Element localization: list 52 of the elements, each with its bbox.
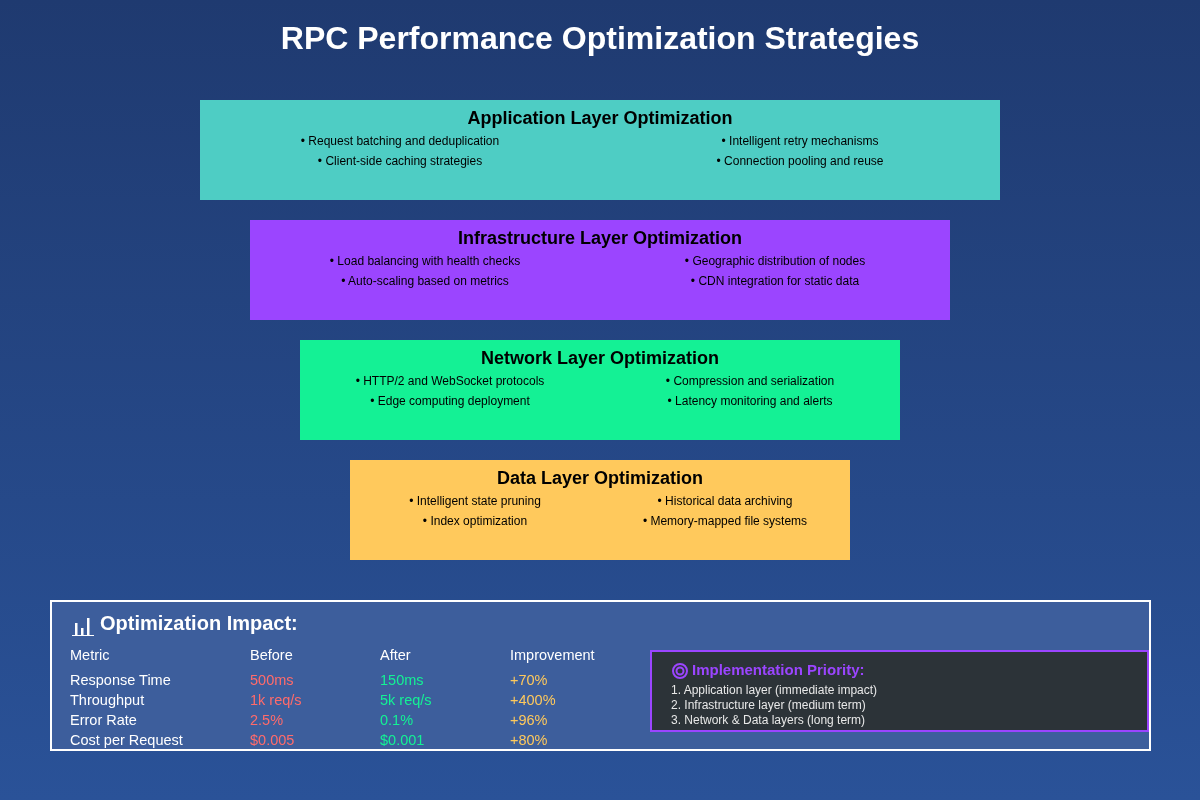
bullet-text: • Index optimization bbox=[421, 514, 529, 528]
layer-box bbox=[250, 220, 950, 320]
panel-heading: Implementation Priority: bbox=[692, 661, 865, 678]
diagram-title: RPC Performance Optimization Strategies bbox=[279, 20, 921, 57]
table-cell: 1k req/s bbox=[250, 692, 302, 708]
bullet-text: • Connection pooling and reuse bbox=[715, 154, 885, 168]
bullet-text: • Historical data archiving bbox=[656, 494, 794, 508]
bullet-text: • Request batching and deduplication bbox=[299, 134, 501, 148]
list-item: 2. Infrastructure layer (medium term) bbox=[671, 698, 866, 712]
table-cell: $0.005 bbox=[250, 732, 295, 748]
table-cell: Error Rate bbox=[70, 712, 137, 728]
bullet-text: • Geographic distribution of nodes bbox=[683, 254, 867, 268]
layer-box bbox=[300, 340, 900, 440]
impact-panel bbox=[50, 600, 1151, 751]
bullet-text: • Client-side caching strategies bbox=[316, 154, 484, 168]
table-cell: 500ms bbox=[250, 672, 294, 688]
layer-heading: Network Layer Optimization bbox=[479, 348, 720, 369]
layer-heading: Application Layer Optimization bbox=[466, 108, 734, 129]
bullet-text: • CDN integration for static data bbox=[689, 274, 861, 288]
bullet-text: • Auto-scaling based on metrics bbox=[340, 274, 510, 288]
layer-box bbox=[350, 460, 850, 560]
table-cell: $0.001 bbox=[380, 732, 425, 748]
bullet-text: • Intelligent retry mechanisms bbox=[720, 134, 880, 148]
layer-box bbox=[200, 100, 1000, 200]
bullet-text: • Latency monitoring and alerts bbox=[666, 394, 834, 408]
layer-heading: Infrastructure Layer Optimization bbox=[456, 228, 744, 249]
priority-panel bbox=[650, 650, 1149, 732]
bullet-text: • Memory-mapped file systems bbox=[641, 514, 809, 528]
table-cell: +80% bbox=[510, 732, 548, 748]
table-cell: 5k req/s bbox=[380, 692, 432, 708]
column-header: Before bbox=[250, 647, 293, 663]
table-cell: 150ms bbox=[380, 672, 424, 688]
bullet-text: • Edge computing deployment bbox=[369, 394, 531, 408]
table-cell: 2.5% bbox=[250, 712, 284, 728]
bullet-text: • Compression and serialization bbox=[664, 374, 836, 388]
column-header: Metric bbox=[70, 647, 110, 663]
panel-heading: Optimization Impact: bbox=[100, 612, 298, 635]
table-cell: 0.1% bbox=[380, 712, 414, 728]
list-item: 3. Network & Data layers (long term) bbox=[671, 713, 866, 727]
list-item: 1. Application layer (immediate impact) bbox=[671, 683, 878, 697]
table-cell: Cost per Request bbox=[70, 732, 183, 748]
bullet-text: • HTTP/2 and WebSocket protocols bbox=[354, 374, 546, 388]
column-header: After bbox=[380, 647, 411, 663]
table-cell: +70% bbox=[510, 672, 548, 688]
bullet-text: • Load balancing with health checks bbox=[328, 254, 522, 268]
table-cell: Throughput bbox=[70, 692, 145, 708]
table-cell: Response Time bbox=[70, 672, 171, 688]
layer-heading: Data Layer Optimization bbox=[495, 468, 704, 489]
table-cell: +96% bbox=[510, 712, 548, 728]
table-cell: +400% bbox=[510, 692, 556, 708]
bullet-text: • Intelligent state pruning bbox=[408, 494, 542, 508]
column-header: Improvement bbox=[510, 647, 595, 663]
